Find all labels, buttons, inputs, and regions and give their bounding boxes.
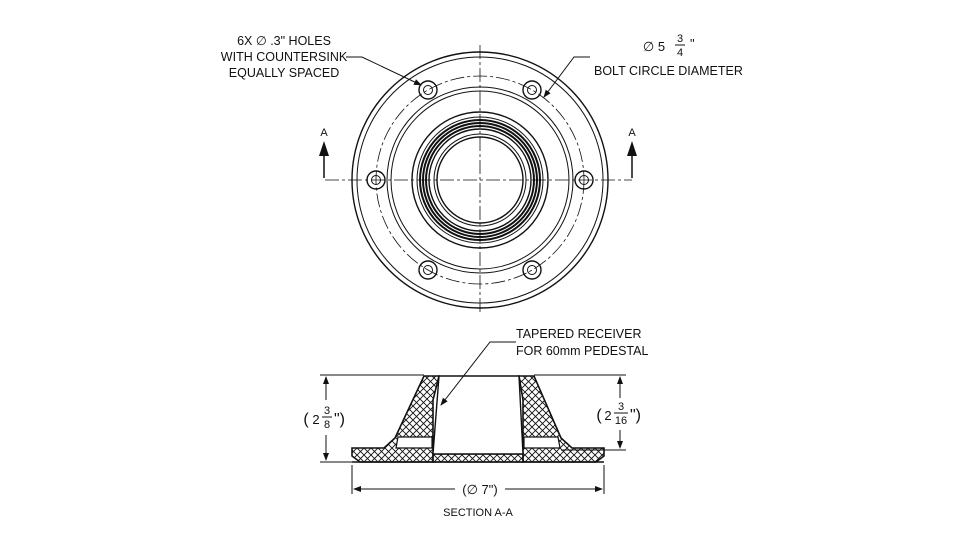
holes-note-line3: EQUALLY SPACED <box>229 66 339 80</box>
bolt-circle-prefix: ∅ 5 <box>643 39 665 54</box>
right-height-numerator: 3 <box>618 401 624 413</box>
right-cavity <box>523 436 561 449</box>
top-view: A A <box>319 45 637 315</box>
left-height-dimension: ( 2 3 8 ") <box>303 405 345 431</box>
section-base-plate <box>432 453 524 463</box>
bolt-hole-top-left <box>418 80 438 100</box>
bolt-hole-right <box>574 170 594 190</box>
holes-note-line1: 6X ∅ .3" HOLES <box>237 34 331 48</box>
left-cavity <box>395 436 433 449</box>
section-title: SECTION A-A <box>443 507 513 519</box>
base-diameter-label: (∅ 7") <box>462 482 497 497</box>
left-height-denominator: 8 <box>324 419 330 431</box>
holes-note-line2: WITH COUNTERSINK <box>221 50 348 64</box>
left-height-numerator: 3 <box>324 405 330 417</box>
right-height-denominator: 16 <box>615 415 627 427</box>
receiver-leader <box>440 341 516 406</box>
left-height-open-paren: ( <box>303 411 309 428</box>
bolt-circle-note: BOLT CIRCLE DIAMETER <box>594 64 743 78</box>
right-height-close: ") <box>630 407 641 424</box>
holes-leader <box>346 56 422 86</box>
tapered-receiver-bore <box>432 375 524 455</box>
bolt-hole-bottom-right <box>522 260 542 280</box>
right-height-dimension: ( 2 3 16 ") <box>596 401 641 427</box>
right-height-open-paren: ( <box>596 407 602 424</box>
receiver-note-line1: TAPERED RECEIVER <box>516 327 642 341</box>
section-marker-right-label: A <box>628 127 636 139</box>
right-height-whole: 2 <box>604 408 611 423</box>
section-left-wall <box>351 375 441 463</box>
bolt-circle-leader <box>543 56 590 98</box>
bolt-hole-left <box>366 170 386 190</box>
section-marker-left: A <box>319 127 329 178</box>
section-right-wall <box>518 375 605 463</box>
bolt-circle-numerator: 3 <box>677 33 683 45</box>
section-view <box>320 341 626 494</box>
bolt-circle-unit: " <box>690 36 695 51</box>
left-height-close: ") <box>334 411 345 428</box>
section-marker-right: A <box>627 127 637 178</box>
receiver-note-line2: FOR 60mm PEDESTAL <box>516 344 648 358</box>
bolt-hole-top-right <box>522 80 542 100</box>
left-height-whole: 2 <box>312 412 319 427</box>
section-marker-left-label: A <box>320 127 328 139</box>
bolt-circle-dimension: ∅ 5 3 4 " <box>643 33 695 59</box>
bolt-circle-denominator: 4 <box>677 47 683 59</box>
bolt-hole-bottom-left <box>418 260 438 280</box>
